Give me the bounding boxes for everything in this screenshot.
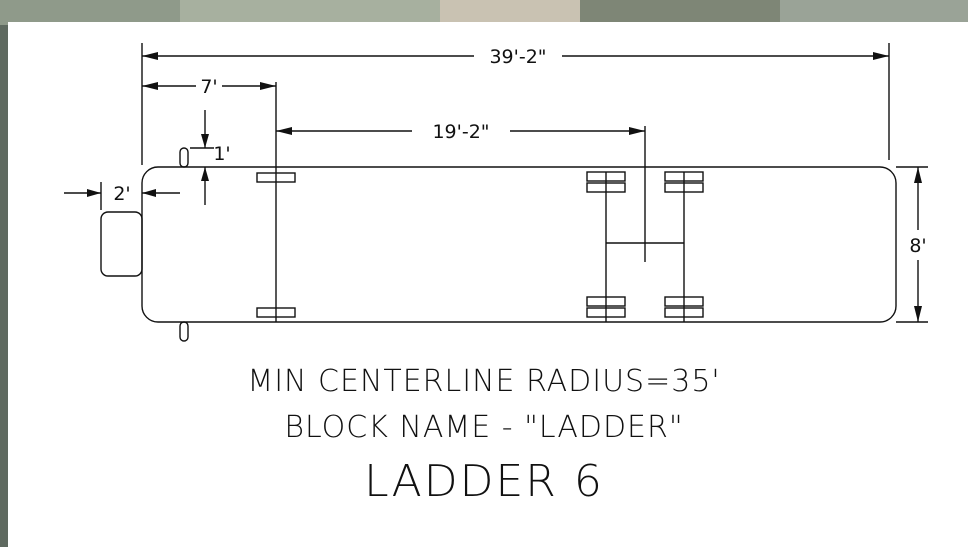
front-overhang-dimension (142, 82, 276, 90)
bumper-extension-dimension (64, 182, 180, 210)
front-wheel-top (256, 172, 296, 183)
ladder-clearance-dimension (190, 110, 214, 205)
width-label: 8' (909, 235, 926, 257)
drawing-sheet (8, 22, 968, 547)
rear-axle-assembly (586, 126, 704, 322)
overall-length-label: 39'-2" (489, 46, 546, 68)
ladder-clearance-label: 1' (213, 143, 230, 165)
truck-body (141, 166, 897, 323)
front-wheel-bottom (256, 307, 296, 318)
overall-length-dimension (141, 43, 890, 165)
wheelbase-label: 19'-2" (432, 121, 489, 143)
bumper-extension-label: 2' (113, 183, 130, 205)
mirror-bottom (179, 321, 189, 342)
drawing-title: LADDER 6 (364, 456, 604, 507)
block-name-caption: BLOCK NAME - "LADDER" (284, 410, 684, 445)
front-bumper (100, 211, 143, 277)
front-overhang-label: 7' (200, 76, 217, 98)
mirror-top (179, 147, 189, 168)
wheelbase-dimension (276, 127, 645, 135)
radius-caption: MIN CENTERLINE RADIUS=35' (247, 364, 721, 399)
width-dimension (896, 166, 928, 323)
